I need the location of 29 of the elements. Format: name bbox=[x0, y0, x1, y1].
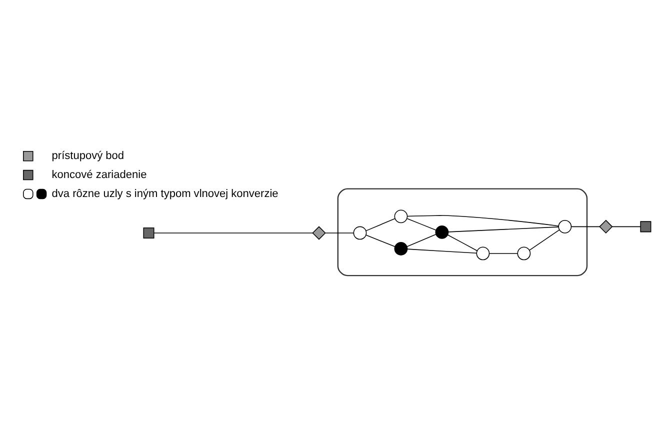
node-box bbox=[143, 227, 154, 238]
node-circle bbox=[394, 242, 408, 256]
node-circle bbox=[435, 225, 449, 239]
legend-label: dva rôzne uzly s iným typom vlnovej konverzie bbox=[52, 188, 278, 200]
node-circle bbox=[394, 210, 408, 224]
connector bbox=[406, 218, 436, 231]
connector bbox=[406, 215, 559, 226]
node-diamond bbox=[312, 226, 326, 240]
legend-label: koncové zariadenie bbox=[52, 168, 147, 181]
node-circle bbox=[517, 246, 531, 260]
connector bbox=[154, 232, 313, 234]
node-circle bbox=[558, 220, 572, 234]
connector bbox=[448, 226, 559, 232]
node-circle bbox=[476, 246, 490, 260]
node-diamond bbox=[599, 220, 613, 234]
connector bbox=[406, 248, 477, 254]
cluster bbox=[337, 188, 588, 276]
node-circle bbox=[353, 226, 367, 240]
connector bbox=[366, 234, 396, 248]
connector bbox=[612, 226, 641, 228]
connector bbox=[448, 234, 478, 252]
connector bbox=[366, 218, 396, 232]
connector bbox=[325, 232, 354, 234]
connector bbox=[406, 234, 436, 247]
connector bbox=[571, 226, 600, 228]
node-box bbox=[640, 221, 652, 232]
legend-label: prístupový bod bbox=[52, 150, 124, 162]
connector bbox=[489, 253, 518, 254]
connector bbox=[529, 230, 560, 251]
